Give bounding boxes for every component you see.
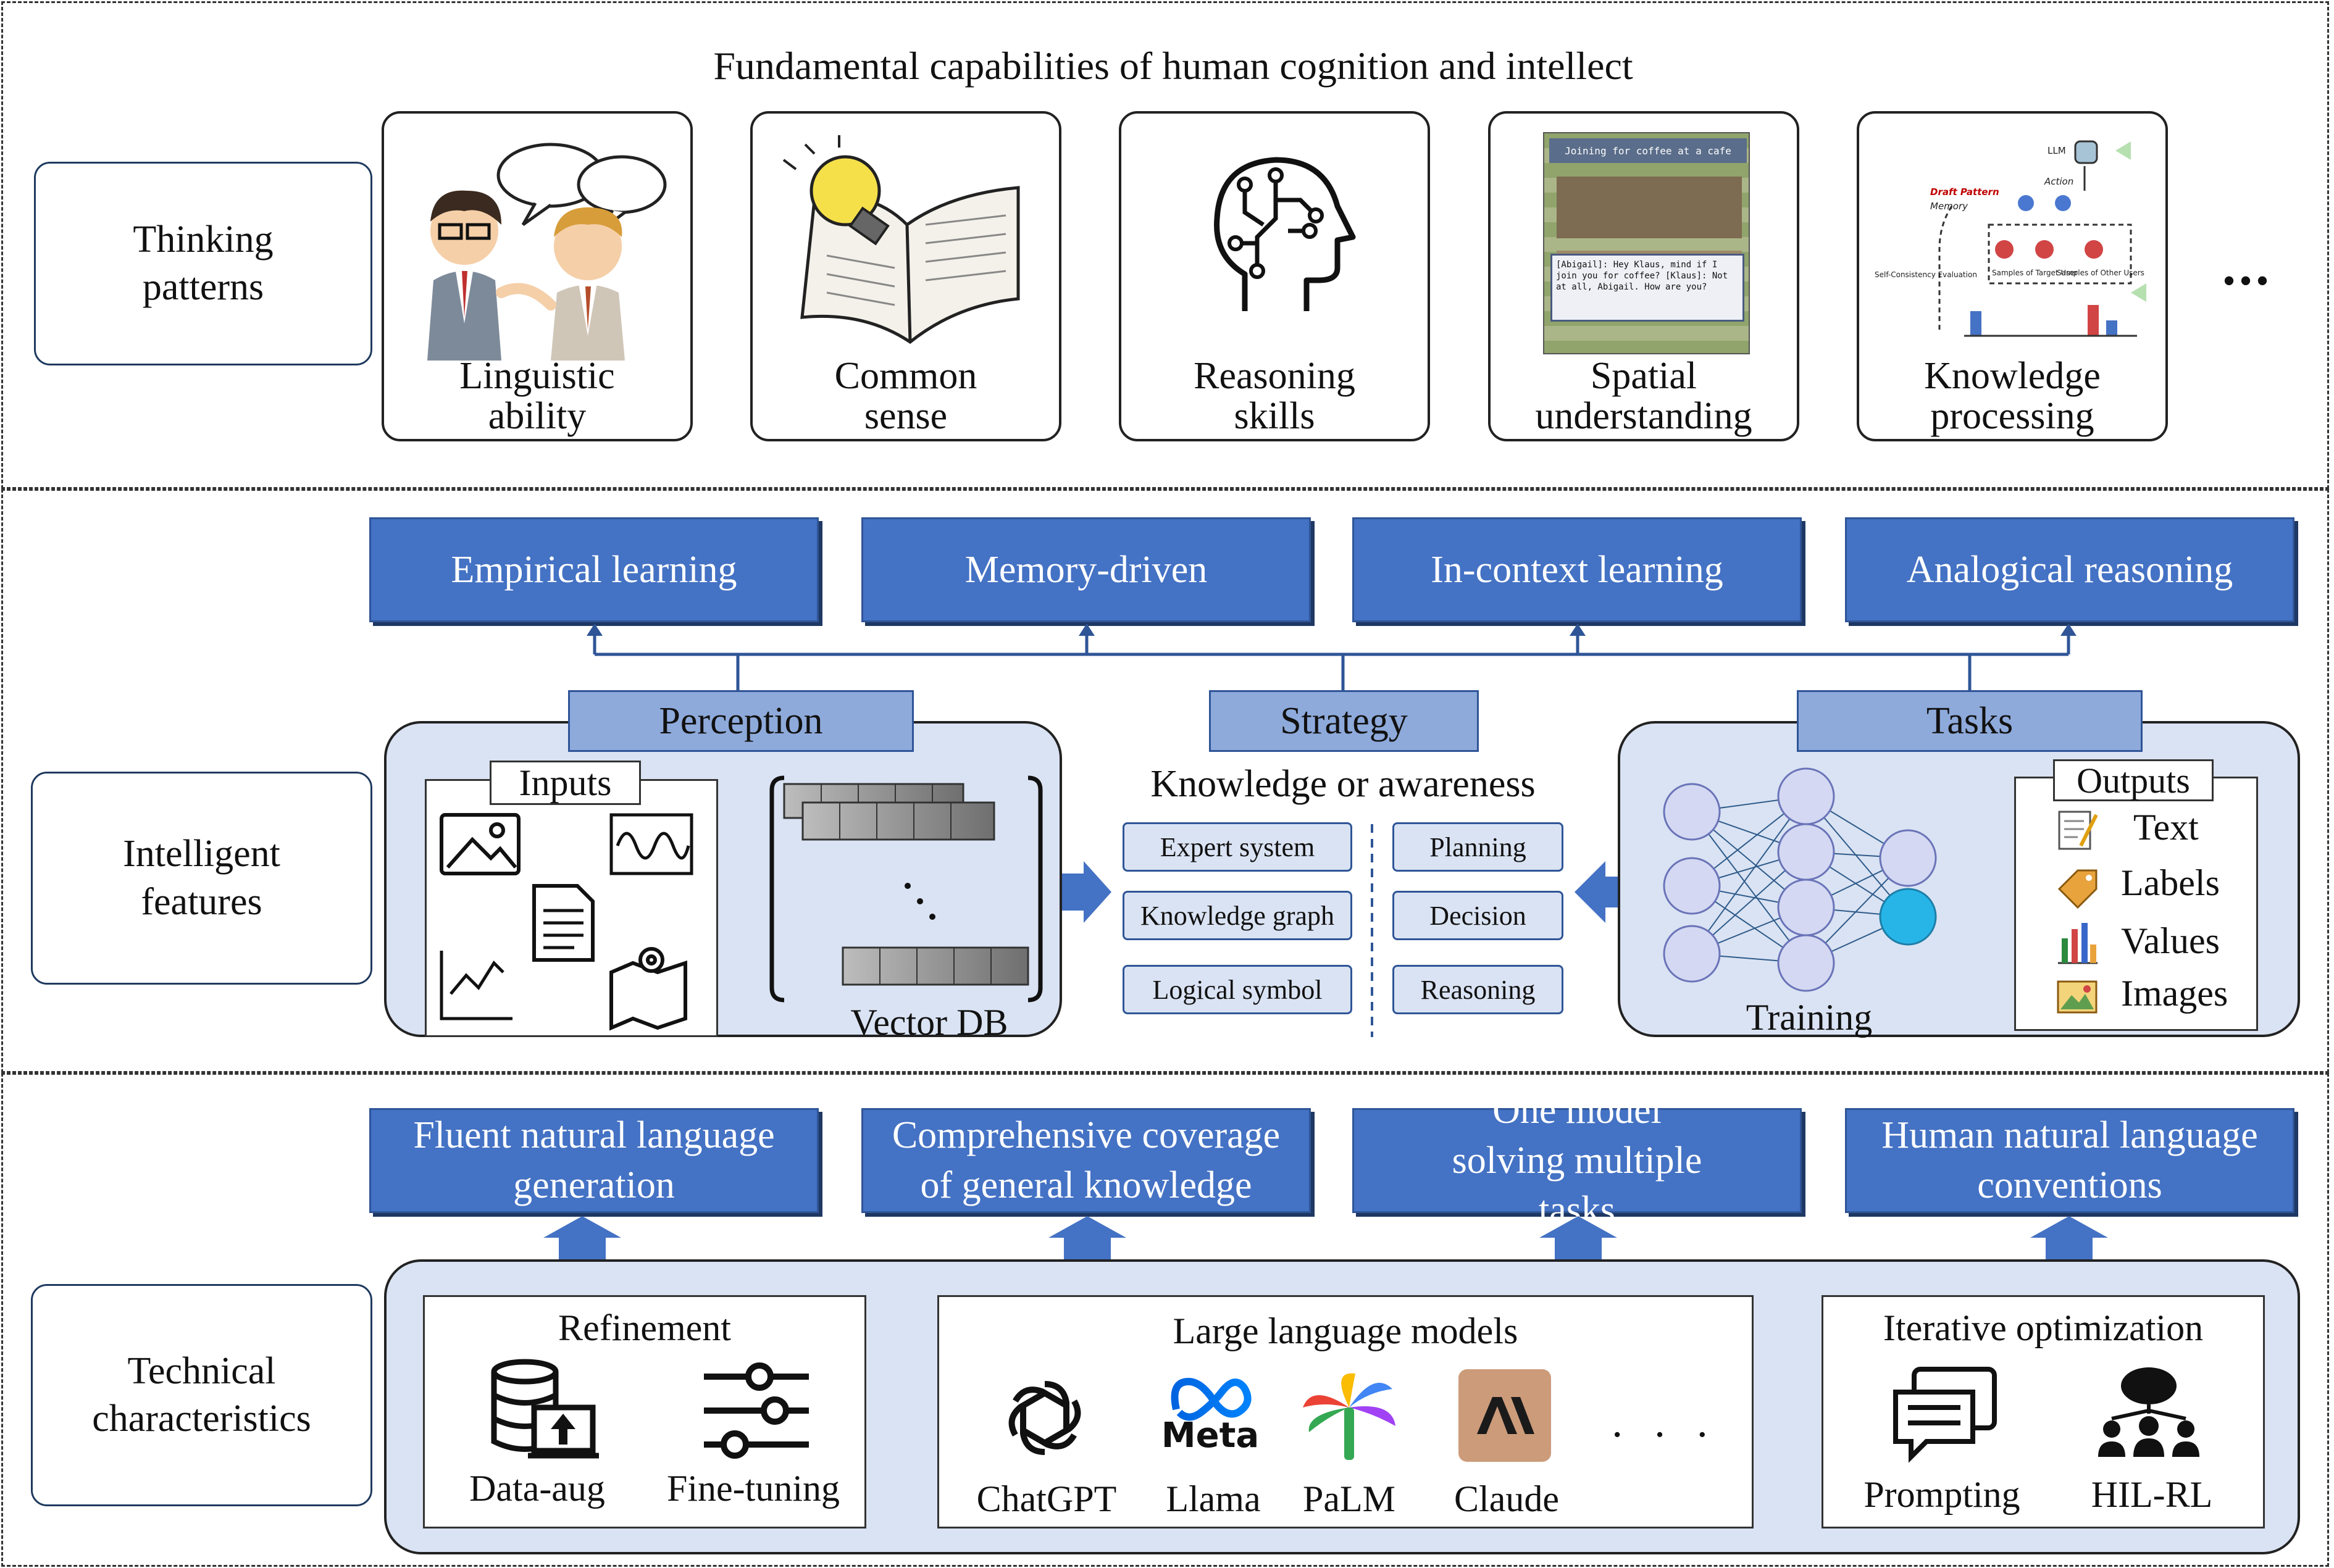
label-tag-icon	[2057, 869, 2098, 909]
prompting-label: Prompting	[1863, 1474, 2020, 1515]
action-label: Action	[2044, 176, 2073, 187]
card-caption: Knowledge processing	[1924, 354, 2101, 437]
palm-icon	[1303, 1373, 1395, 1460]
card-caption: Common sense	[834, 354, 977, 437]
game-title: Joining for coffee at a cafe	[1549, 138, 1747, 163]
planning-pill: Planning	[1392, 822, 1563, 872]
refinement-title: Refinement	[558, 1307, 731, 1348]
fluent-generation-box: Fluent natural language generation	[369, 1108, 819, 1213]
sliders-icon	[704, 1362, 809, 1459]
tasks-tab: Tasks	[1797, 690, 2143, 752]
card-spatial: Joining for coffee at a cafe [Abigail]: …	[1488, 111, 1799, 441]
card-caption: Reasoning skills	[1194, 354, 1355, 437]
in-context-learning-box: In-context learning	[1352, 517, 1802, 622]
claude-label: Claude	[1454, 1478, 1559, 1519]
text-icon	[2058, 811, 2098, 850]
human-in-loop-icon	[2098, 1367, 2199, 1457]
training-label: Training	[1746, 996, 1873, 1038]
meta-wordmark: Meta	[1161, 1415, 1260, 1456]
iterative-title: Iterative optimization	[1883, 1307, 2204, 1348]
perception-tab: Perception	[568, 690, 914, 752]
reasoning-pill: Reasoning	[1392, 965, 1563, 1014]
chat-bubbles-icon	[1893, 1367, 1997, 1463]
llm-label: LLM	[2047, 145, 2066, 156]
intelligent-features-label: Intelligent features	[31, 772, 372, 985]
vector-db-bracket	[769, 775, 1043, 1003]
card-caption: Linguistic ability	[459, 354, 615, 437]
output-labels: Labels	[2121, 862, 2220, 903]
palm-label: PaLM	[1303, 1478, 1395, 1519]
memory-label: Memory	[1930, 201, 1968, 212]
output-icons	[2057, 811, 2098, 1014]
card-linguistic: Linguistic ability	[382, 111, 693, 441]
llama-label: Llama	[1166, 1478, 1261, 1519]
decision-pill: Decision	[1392, 891, 1563, 940]
inputs-title: Inputs	[490, 761, 641, 805]
language-conventions-box: Human natural language conventions	[1845, 1108, 2294, 1213]
expert-system-pill: Expert system	[1123, 822, 1352, 872]
image-icon	[440, 813, 521, 875]
output-values: Values	[2121, 920, 2220, 961]
target-samples-label: Samples of Target User	[1992, 269, 2078, 277]
database-upload-icon	[491, 1359, 599, 1459]
input-icons	[440, 813, 693, 1031]
neural-network-icon	[1663, 767, 1937, 992]
image-picture-icon	[2057, 980, 2098, 1014]
multiple-tasks-box: One model solving multiple tasks	[1352, 1090, 1802, 1231]
card-reasoning: Reasoning skills	[1119, 111, 1430, 441]
inputs-box	[425, 779, 718, 1037]
empirical-learning-box: Empirical learning	[369, 517, 819, 622]
self-consistency-label: Self-Consistency Evaluation	[1875, 270, 1977, 279]
strategy-subtitle: Knowledge or awareness	[1150, 763, 1536, 805]
technical-section	[1, 1073, 2329, 1567]
card-common-sense: Common sense	[750, 111, 1061, 441]
features-section	[1, 489, 2329, 1073]
other-samples-label: Samples of Other Users	[2057, 269, 2144, 277]
document-icon	[532, 884, 595, 962]
card-caption: Spatial understanding	[1535, 354, 1752, 437]
general-knowledge-box: Comprehensive coverage of general knowle…	[861, 1108, 1311, 1213]
technical-characteristics-label: Technical characteristics	[31, 1284, 372, 1506]
line-chart-icon	[440, 951, 512, 1020]
game-screenshot: Joining for coffee at a cafe [Abigail]: …	[1543, 132, 1750, 354]
map-pin-icon	[609, 947, 687, 1031]
analogical-reasoning-box: Analogical reasoning	[1845, 517, 2294, 622]
thinking-section	[1, 1, 2329, 489]
bar-chart-icon	[2058, 923, 2098, 964]
draft-label: Draft Pattern	[1930, 186, 1999, 198]
game-dialog: [Abigail]: Hey Klaus, mind if I join you…	[1550, 254, 1744, 322]
two-people-talking-icon	[427, 143, 667, 361]
claude-icon	[1458, 1369, 1551, 1462]
thinking-patterns-label: Thinking patterns	[34, 162, 372, 365]
knowledge-graph-pill: Knowledge graph	[1123, 891, 1352, 940]
section-title: Fundamental capabilities of human cognit…	[713, 44, 1633, 88]
output-images: Images	[2121, 973, 2228, 1014]
meta-icon	[1171, 1377, 1252, 1421]
hil-rl-label: HIL-RL	[2091, 1474, 2213, 1515]
vector-db-label: Vector DB	[850, 1001, 1008, 1043]
output-text: Text	[2133, 807, 2199, 848]
lightbulb-book-icon	[782, 135, 1020, 344]
outputs-box	[2014, 777, 2258, 1031]
more-ellipsis: •••	[2222, 260, 2273, 301]
outputs-title: Outputs	[2053, 759, 2214, 801]
fine-tuning-label: Fine-tuning	[667, 1467, 840, 1509]
logical-symbol-pill: Logical symbol	[1123, 965, 1352, 1014]
chatgpt-label: ChatGPT	[976, 1478, 1117, 1519]
brain-circuit-icon	[1214, 157, 1356, 311]
memory-driven-box: Memory-driven	[861, 517, 1311, 622]
llm-title: Large language models	[1173, 1310, 1518, 1351]
card-knowledge: LLM Action Draft Pattern Memory Self-Con…	[1857, 111, 2168, 441]
strategy-tab: Strategy	[1209, 690, 1479, 752]
openai-icon	[1008, 1381, 1081, 1455]
knowledge-diagram-icon: LLM Action Draft Pattern Memory Self-Con…	[1875, 140, 2146, 337]
llm-ellipsis: · · ·	[1610, 1411, 1718, 1459]
data-aug-label: Data-aug	[469, 1467, 605, 1509]
signal-icon	[609, 813, 693, 875]
